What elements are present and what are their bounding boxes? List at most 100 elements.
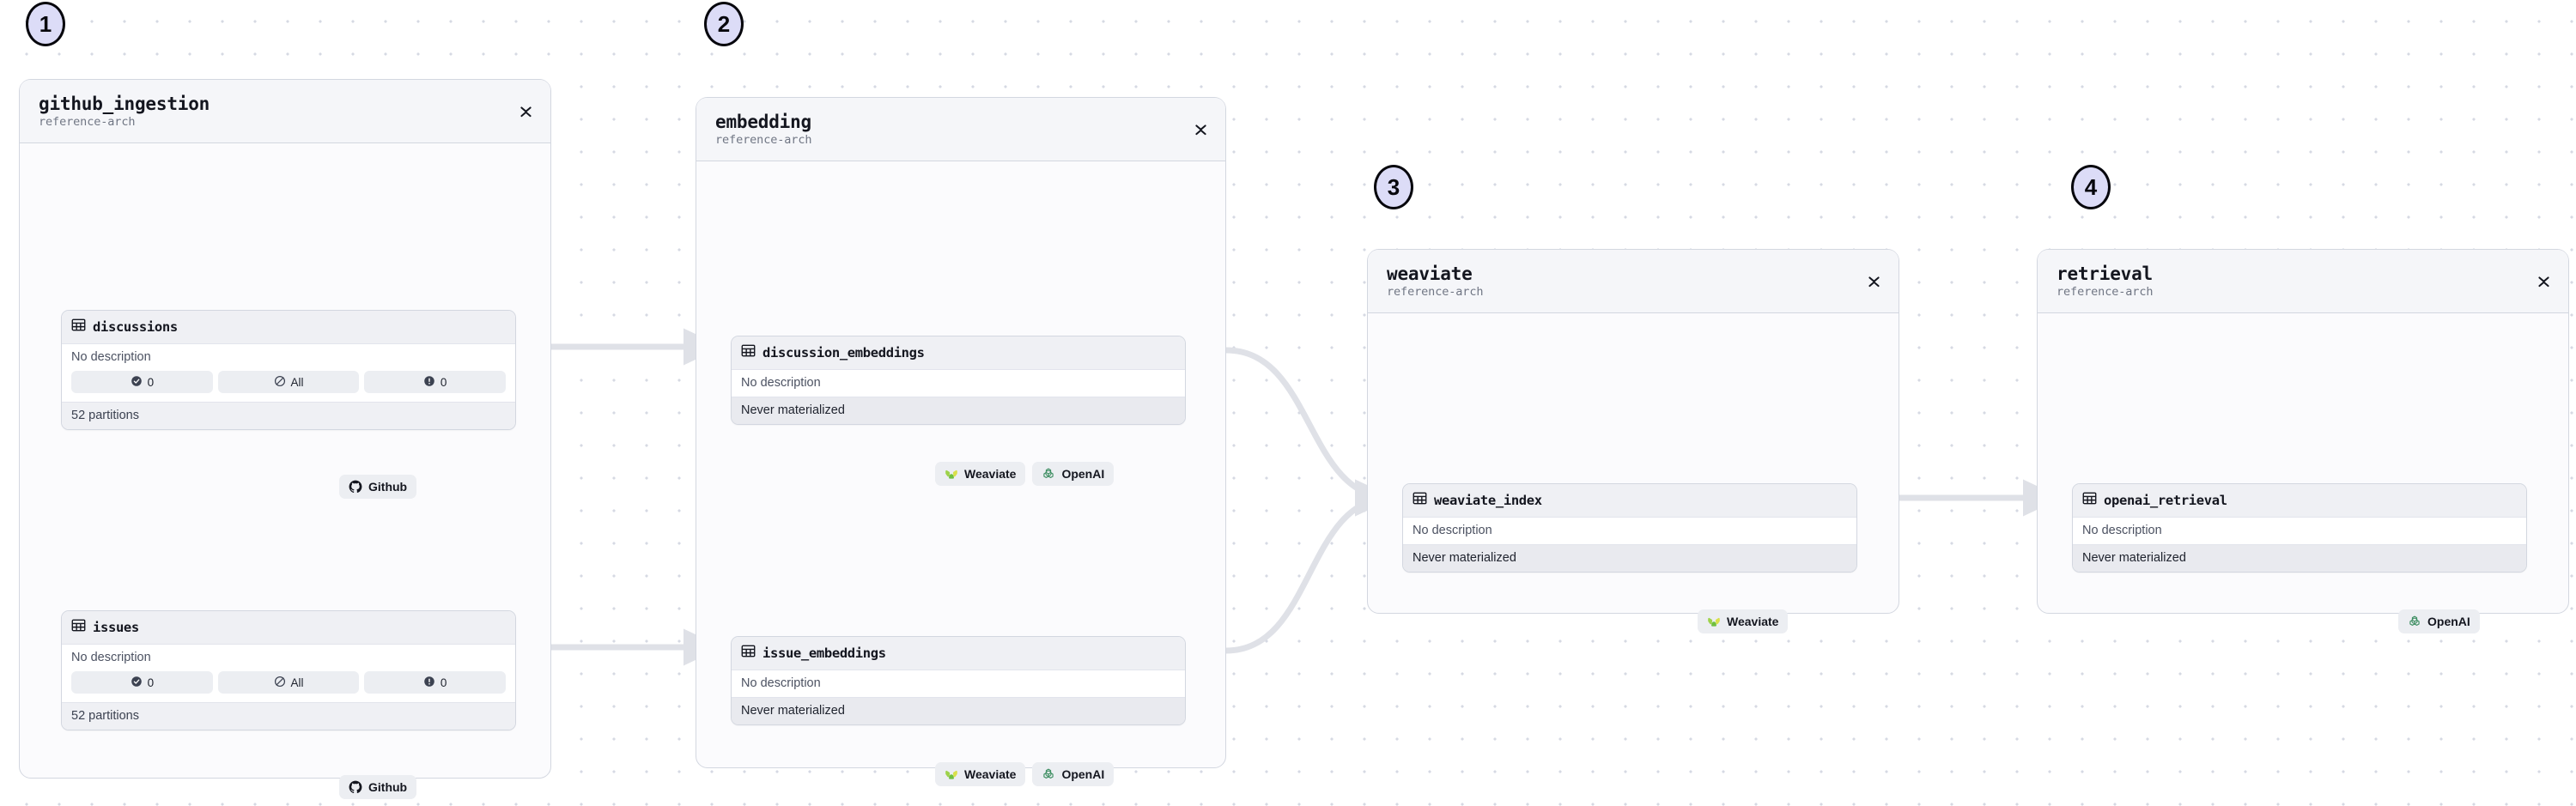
badge-weaviate[interactable]: Weaviate xyxy=(1698,609,1789,634)
badge-label: Weaviate xyxy=(964,767,1017,782)
weaviate-icon xyxy=(945,767,958,781)
badge-weaviate[interactable]: Weaviate xyxy=(935,762,1026,787)
asset-header: discussion_embeddings xyxy=(732,336,1185,371)
asset-node-discussions[interactable]: discussions No description 0 All 0 52 partiti… xyxy=(61,310,516,431)
badge-label: Github xyxy=(368,780,408,795)
openai-icon xyxy=(1042,767,1055,781)
step-badge-2: 2 xyxy=(704,2,744,46)
badge-row-0: Github xyxy=(339,475,417,500)
group-subtitle: reference-arch xyxy=(2057,285,2154,300)
slash-circle-icon xyxy=(274,676,286,690)
badge-label: OpenAI xyxy=(2427,615,2470,629)
asset-name: weaviate_index xyxy=(1434,493,1542,509)
asset-header: openai_retrieval xyxy=(2073,484,2526,518)
badge-row-0: Weaviate OpenAI xyxy=(935,462,1115,487)
group-title: embedding xyxy=(715,112,811,132)
chip-label: 0 xyxy=(440,676,447,689)
asset-name: openai_retrieval xyxy=(2104,493,2227,509)
badge-openai[interactable]: OpenAI xyxy=(1032,462,1115,487)
badge-row-1: Weaviate OpenAI xyxy=(935,762,1115,787)
asset-header: discussions xyxy=(62,311,515,345)
asset-description: No description xyxy=(732,370,1185,397)
openai-icon xyxy=(1042,467,1055,481)
group-title: retrieval xyxy=(2057,264,2153,284)
badge-label: Github xyxy=(368,480,408,494)
chip-label: 0 xyxy=(147,375,155,389)
asset-name: issue_embeddings xyxy=(762,645,886,662)
badge-label: OpenAI xyxy=(1061,467,1105,482)
group-subtitle: reference-arch xyxy=(39,115,136,130)
asset-partitions: 52 partitions xyxy=(62,402,515,430)
asset-description: No description xyxy=(1403,518,1856,545)
chip-slash-circle[interactable]: All xyxy=(217,371,360,394)
badge-openai[interactable]: OpenAI xyxy=(1032,762,1115,787)
group-title: weaviate xyxy=(1387,264,1473,284)
group-subtitle: reference-arch xyxy=(1387,285,1484,300)
badge-label: Weaviate xyxy=(964,467,1017,482)
chip-alert-circle[interactable]: 0 xyxy=(364,671,507,694)
badge-row-0: OpenAI xyxy=(2398,609,2480,634)
group-subtitle: reference-arch xyxy=(715,133,812,148)
asset-materialization-status: Never materialized xyxy=(732,397,1185,425)
openai-icon xyxy=(2408,615,2421,628)
collapse-chevrons-icon[interactable] xyxy=(2536,271,2551,292)
step-badge-1: 1 xyxy=(26,2,65,46)
asset-header: issue_embeddings xyxy=(732,637,1185,671)
alert-circle-icon xyxy=(423,676,435,690)
check-circle-icon xyxy=(131,375,143,390)
badge-weaviate[interactable]: Weaviate xyxy=(935,462,1026,487)
slash-circle-icon xyxy=(274,375,286,390)
github-icon xyxy=(349,780,362,794)
table-icon xyxy=(741,343,756,362)
chip-label: 0 xyxy=(440,375,447,389)
asset-status-chips: 0 All 0 xyxy=(62,371,515,403)
chip-check-circle[interactable]: 0 xyxy=(71,671,213,694)
github-icon xyxy=(349,480,362,494)
asset-materialization-status: Never materialized xyxy=(1403,544,1856,573)
weaviate-icon xyxy=(1707,615,1721,628)
asset-status-chips: 0 All 0 xyxy=(62,671,515,703)
asset-name: discussions xyxy=(93,319,178,336)
badge-row-0: Weaviate xyxy=(1698,609,1789,634)
collapse-chevrons-icon[interactable] xyxy=(1193,119,1208,140)
chip-label: 0 xyxy=(147,676,155,689)
step-badge-3: 3 xyxy=(1374,165,1413,209)
chip-label: All xyxy=(290,676,304,689)
group-title: github_ingestion xyxy=(39,94,210,114)
chip-slash-circle[interactable]: All xyxy=(217,671,360,694)
chip-alert-circle[interactable]: 0 xyxy=(364,371,507,394)
badge-github[interactable]: Github xyxy=(339,775,417,800)
table-icon xyxy=(71,618,86,637)
chip-check-circle[interactable]: 0 xyxy=(71,371,213,394)
asset-description: No description xyxy=(62,344,515,372)
asset-description: No description xyxy=(732,670,1185,698)
asset-materialization-status: Never materialized xyxy=(2073,544,2526,573)
asset-description: No description xyxy=(2073,518,2526,545)
table-icon xyxy=(2082,491,2097,510)
badge-openai[interactable]: OpenAI xyxy=(2398,609,2480,634)
asset-description: No description xyxy=(62,645,515,672)
collapse-chevrons-icon[interactable] xyxy=(1866,271,1881,292)
badge-label: OpenAI xyxy=(1061,767,1105,782)
badge-github[interactable]: Github xyxy=(339,475,417,500)
asset-name: issues xyxy=(93,620,139,636)
step-badge-4: 4 xyxy=(2071,165,2111,209)
collapse-chevrons-icon[interactable] xyxy=(518,101,533,122)
table-icon xyxy=(1413,491,1427,510)
